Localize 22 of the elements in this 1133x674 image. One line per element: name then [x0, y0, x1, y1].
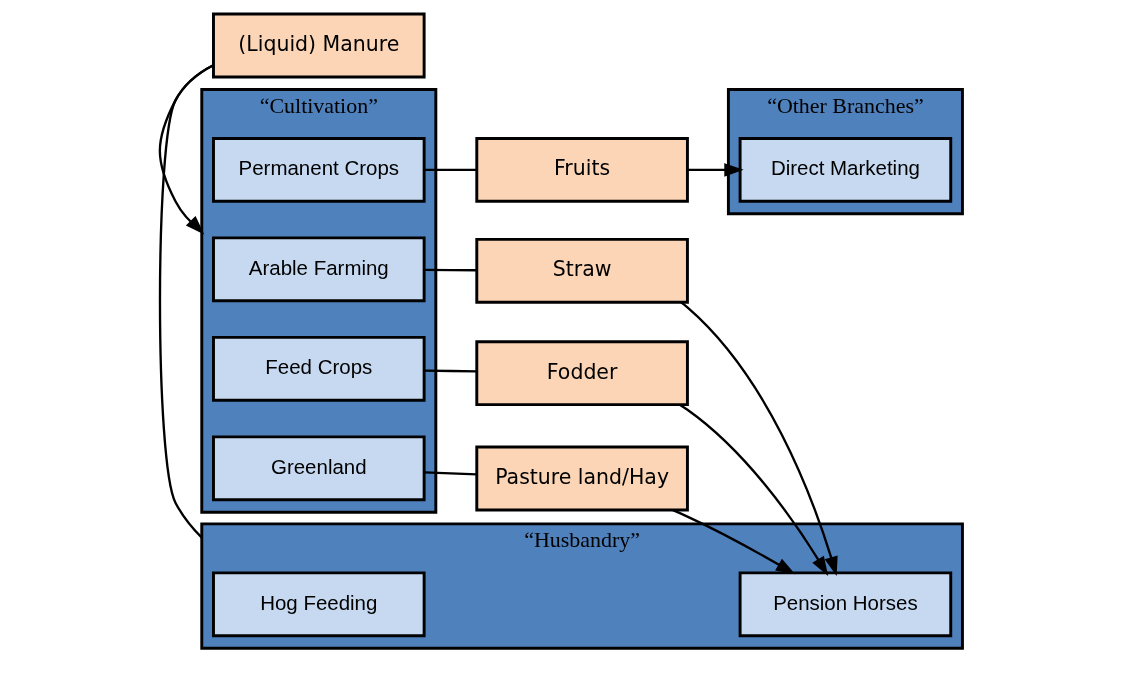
arrow [678, 403, 828, 576]
arrow [679, 301, 838, 576]
node-box: Feed Crops [211, 335, 426, 402]
connector [423, 268, 477, 272]
connector [423, 369, 477, 373]
node-box: (Liquid) Manure [211, 12, 426, 79]
node-box: Fodder [474, 340, 689, 407]
node-box: Straw [474, 237, 689, 304]
node-box: Direct Marketing [738, 136, 952, 203]
connector [423, 471, 477, 476]
arrow [687, 163, 744, 177]
node-box: Pension Horses [738, 571, 952, 638]
node-box: Greenland [211, 435, 426, 502]
connector [158, 64, 214, 539]
arrow [158, 64, 214, 235]
node-box: Pasture land/Hay [474, 445, 689, 512]
node-box: Fruits [474, 136, 689, 203]
node-box: Hog Feeding [211, 571, 426, 638]
connector [423, 168, 477, 172]
node-box: Arable Farming [211, 236, 426, 303]
arrow [671, 509, 795, 575]
node-box: Permanent Crops [211, 136, 426, 203]
